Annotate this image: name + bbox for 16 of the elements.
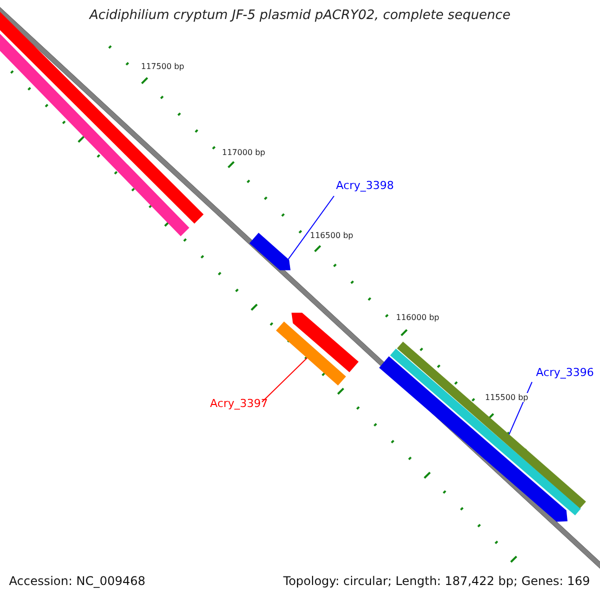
leader-line bbox=[508, 382, 532, 435]
gene-label: Acry_3398 bbox=[336, 180, 394, 193]
position-label: 116500 bp bbox=[310, 231, 354, 240]
position-label: 116000 bp bbox=[396, 313, 440, 322]
gene-label: Acry_3396 bbox=[536, 367, 594, 380]
diagram-title: Acidiphilium cryptum JF-5 plasmid pACRY02, complete sequence bbox=[88, 9, 512, 24]
gene-arrow bbox=[276, 322, 346, 386]
leader-line bbox=[288, 196, 334, 260]
gene-arrow bbox=[249, 232, 290, 270]
accession-label: Accession: NC_009468 bbox=[9, 575, 146, 589]
leader-line bbox=[262, 358, 308, 402]
position-label: 117500 bp bbox=[141, 62, 184, 72]
position-label: 117000 bp bbox=[222, 148, 266, 158]
genome-info-label: Topology: circular; Length: 187,422 bp; Genes: 169 bbox=[283, 575, 590, 589]
gene-label: Acry_3397 bbox=[210, 398, 268, 411]
position-label: 115500 bp bbox=[485, 393, 528, 402]
